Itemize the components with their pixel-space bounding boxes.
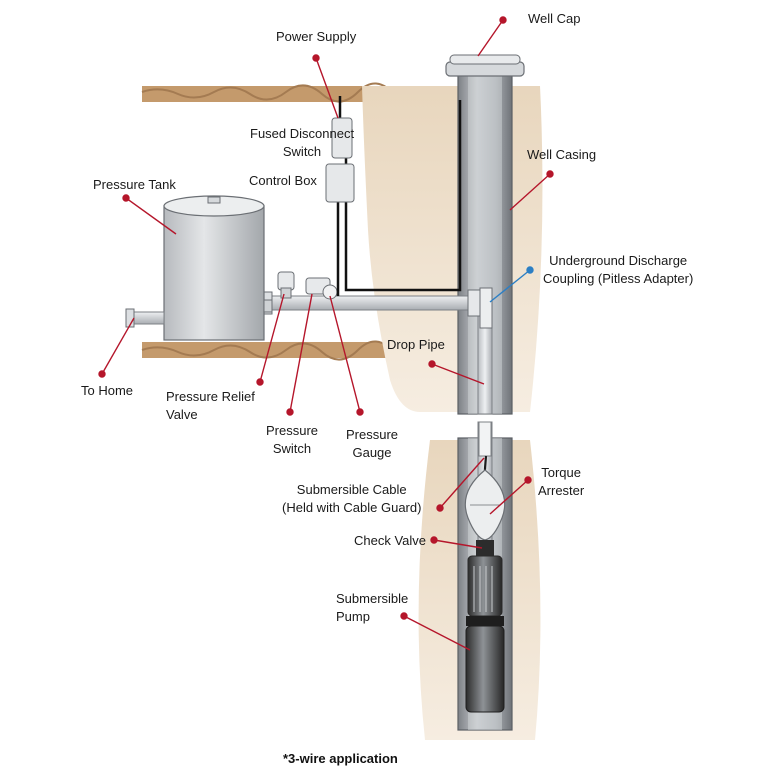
- torque-arrester: [464, 469, 506, 541]
- label-control-box: Control Box: [249, 173, 317, 188]
- leader-lines: [98, 16, 554, 651]
- pressure-relief-valve: [277, 271, 295, 299]
- submersible-pump: [465, 555, 505, 713]
- electrical-wiring: [336, 96, 462, 296]
- to-home-pipe: [125, 308, 165, 328]
- control-box: [325, 163, 355, 203]
- fused-disconnect-switch: [331, 117, 353, 159]
- pitless-adapter: [479, 287, 493, 329]
- footnote-3-wire: *3-wire application: [283, 751, 398, 766]
- label-submersible-cable: Submersible Cable(Held with Cable Guard): [282, 482, 422, 515]
- label-to-home: To Home: [81, 383, 134, 398]
- check-valve: [476, 540, 494, 556]
- ground-top-strip: [141, 82, 428, 105]
- label-well-casing: Well Casing: [527, 147, 597, 162]
- label-pressure-tank: Pressure Tank: [93, 177, 176, 192]
- label-power-supply: Power Supply: [276, 29, 357, 44]
- leader-line-blue: [489, 266, 534, 303]
- label-well-cap: Well Cap: [528, 11, 581, 26]
- well-cap: [445, 54, 525, 77]
- label-check-valve: Check Valve: [354, 533, 427, 548]
- pressure-tank: [163, 195, 273, 341]
- soil-upper: [362, 86, 543, 412]
- label-drop-pipe: Drop Pipe: [387, 337, 445, 352]
